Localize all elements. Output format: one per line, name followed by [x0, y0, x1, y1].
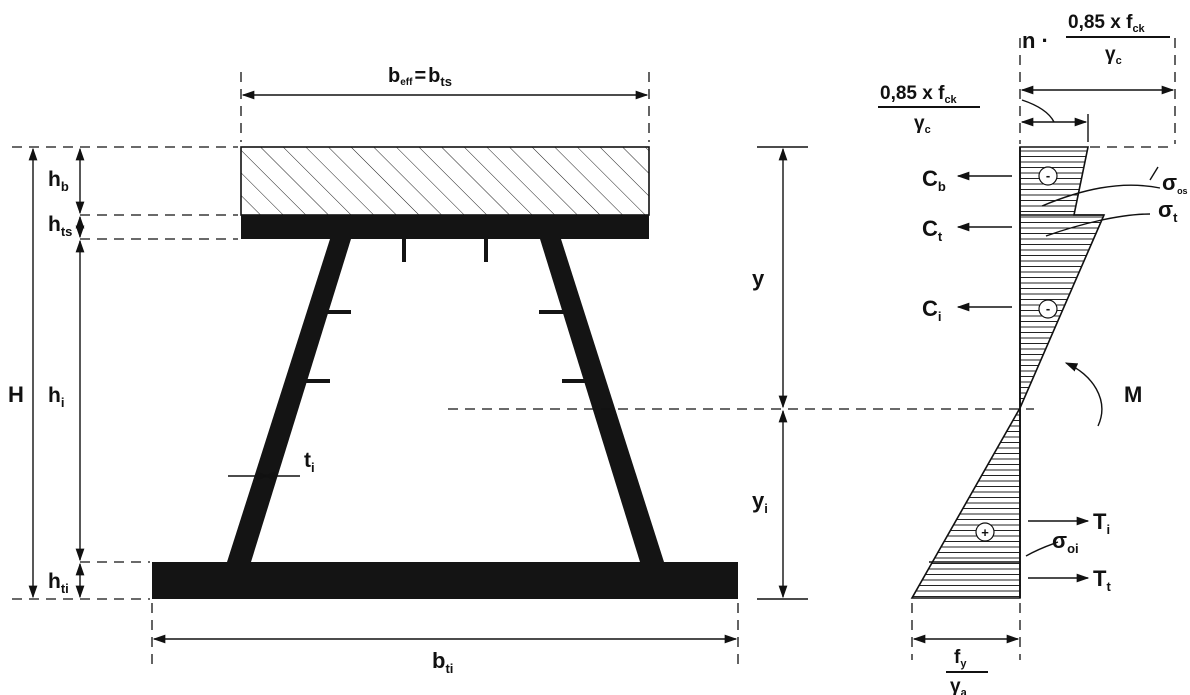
concrete-slab: [240, 146, 650, 216]
label-beff: beff=bts: [388, 65, 452, 89]
label-Tt: Tt: [1093, 566, 1111, 594]
formula-bottom-numerator: fy: [954, 647, 967, 670]
label-sigma-t: σt: [1158, 197, 1178, 225]
labels: beff=bts hb hts H hi hti bti ti y yi Cb …: [8, 12, 1188, 695]
label-Ti: Ti: [1093, 509, 1110, 537]
sigma-t-leader: [1045, 213, 1151, 237]
formula-mid-numerator: 0,85 x fck: [880, 83, 958, 106]
label-sigma-os: σos: [1162, 170, 1188, 196]
label-Cb: Cb: [922, 166, 946, 194]
label-Ci: Ci: [922, 296, 942, 324]
minus-sign-1: -: [1046, 168, 1050, 183]
section-dimensions: [12, 72, 739, 665]
label-ti: ti: [304, 449, 315, 475]
label-hts: hts: [48, 213, 72, 239]
right-web: [540, 239, 664, 562]
sigma-os-leader: [1041, 184, 1161, 207]
moment-arrow: [1064, 362, 1103, 427]
formula-top-numerator: 0,85 x fck: [1068, 12, 1146, 35]
neutral-axis-dimensions: [448, 146, 1034, 600]
formula-mid-denominator: γc: [914, 113, 931, 136]
sigma-oi-leader: [1025, 541, 1059, 557]
bottom-flange: [152, 562, 738, 599]
label-bti: bti: [432, 648, 453, 676]
top-flange: [241, 215, 649, 239]
label-Ct: Ct: [922, 216, 943, 244]
label-M: M: [1124, 382, 1142, 407]
label-y: y: [752, 266, 765, 291]
label-yi: yi: [752, 488, 768, 516]
label-sigma-oi: σoi: [1052, 528, 1079, 556]
formula-top-denominator: γc: [1105, 44, 1122, 67]
cross-section: [152, 146, 738, 599]
label-hti: hti: [48, 570, 69, 596]
stress-outline: [910, 146, 1106, 599]
left-web: [227, 239, 351, 562]
minus-sign-2: -: [1046, 301, 1050, 316]
compression-sign-slab: [1038, 166, 1058, 186]
formula-bottom-denominator: γa: [950, 676, 968, 695]
label-hb: hb: [48, 168, 69, 194]
compression-sign-web: [1038, 299, 1058, 319]
stress-diagram: - - +: [910, 38, 1176, 660]
label-hi: hi: [48, 384, 64, 410]
plus-sign: +: [981, 525, 989, 540]
label-H: H: [8, 382, 24, 407]
tension-sign: [975, 522, 995, 542]
formula-n: n·: [1022, 28, 1049, 53]
